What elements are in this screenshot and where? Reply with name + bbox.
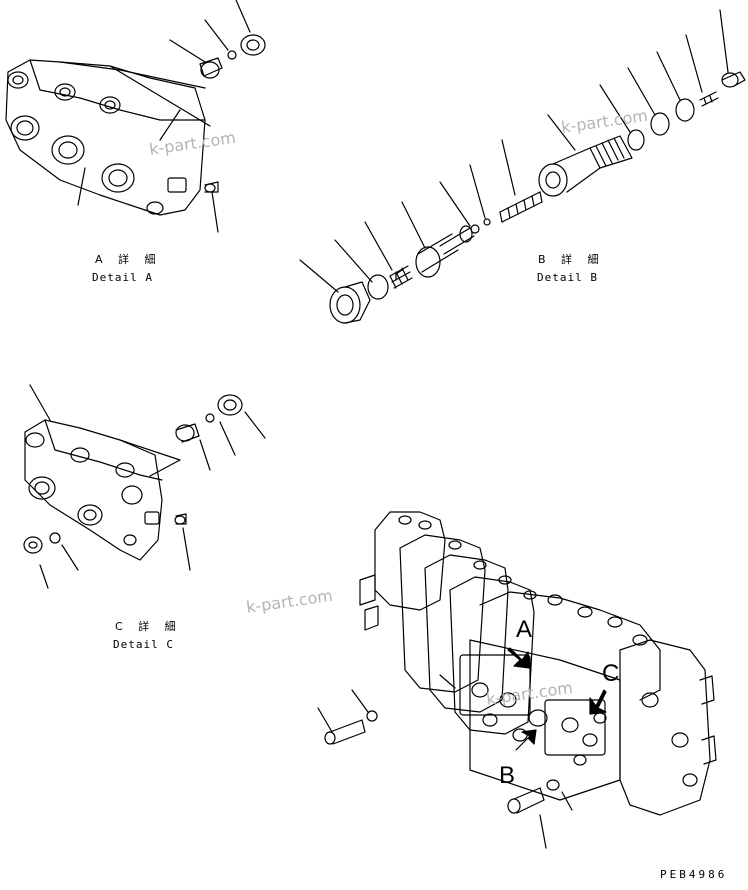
washer-upper bbox=[366, 710, 378, 722]
detail-a-jp-label: A 詳 細 bbox=[95, 252, 162, 266]
detail-b-jp-label: B 詳 細 bbox=[538, 252, 605, 266]
detail-c-ball bbox=[205, 413, 215, 423]
detail-b-end-plug bbox=[721, 71, 746, 88]
detail-c-small-plug bbox=[174, 513, 187, 525]
view-arrow-a bbox=[507, 647, 531, 669]
detail-b-ring-1 bbox=[627, 129, 645, 151]
detail-c-plug bbox=[175, 423, 200, 443]
detail-b-washer bbox=[470, 224, 480, 234]
detail-b-ring-2 bbox=[650, 112, 670, 136]
detail-b-assembly bbox=[299, 9, 746, 324]
view-letter-a: A bbox=[516, 616, 533, 643]
view-arrow-c bbox=[589, 689, 607, 715]
view-arrow-b bbox=[515, 729, 537, 751]
detail-b-spring bbox=[499, 191, 543, 223]
detail-c-assembly bbox=[23, 384, 266, 589]
drawing-code: PEB4986 bbox=[660, 868, 728, 881]
detail-a-plug bbox=[199, 57, 223, 79]
detail-c-jp-label: C 詳 細 bbox=[115, 619, 182, 633]
bolt-lower bbox=[507, 787, 545, 814]
detail-c-en-label: Detail C bbox=[113, 638, 174, 651]
detail-a-small-plug bbox=[204, 181, 219, 193]
detail-c-o-ring bbox=[49, 532, 61, 544]
detail-a-en-label: Detail A bbox=[92, 271, 153, 284]
washer-lower bbox=[546, 779, 560, 791]
detail-b-spool bbox=[415, 225, 475, 278]
detail-c-side-plug bbox=[23, 536, 43, 554]
view-letter-b: B bbox=[499, 762, 516, 789]
view-letter-c: C bbox=[602, 660, 620, 687]
detail-b-sleeve bbox=[538, 135, 633, 197]
detail-a-ball bbox=[227, 50, 237, 60]
detail-b-ring-3 bbox=[675, 98, 695, 122]
detail-b-o-ring bbox=[367, 274, 389, 300]
detail-b-ball bbox=[483, 218, 491, 226]
detail-b-small-spring bbox=[389, 265, 413, 289]
detail-c-valve-body bbox=[24, 419, 181, 561]
main-control-valve bbox=[359, 511, 717, 816]
detail-b-spring-small bbox=[699, 91, 719, 107]
detail-b-en-label: Detail B bbox=[537, 271, 598, 284]
detail-b-end-cap bbox=[329, 281, 371, 324]
detail-a-valve-body bbox=[5, 59, 211, 216]
detail-c-cap bbox=[217, 394, 243, 416]
detail-a-cap bbox=[240, 34, 266, 56]
detail-a-assembly bbox=[5, 0, 266, 233]
bolt-upper bbox=[324, 719, 366, 745]
